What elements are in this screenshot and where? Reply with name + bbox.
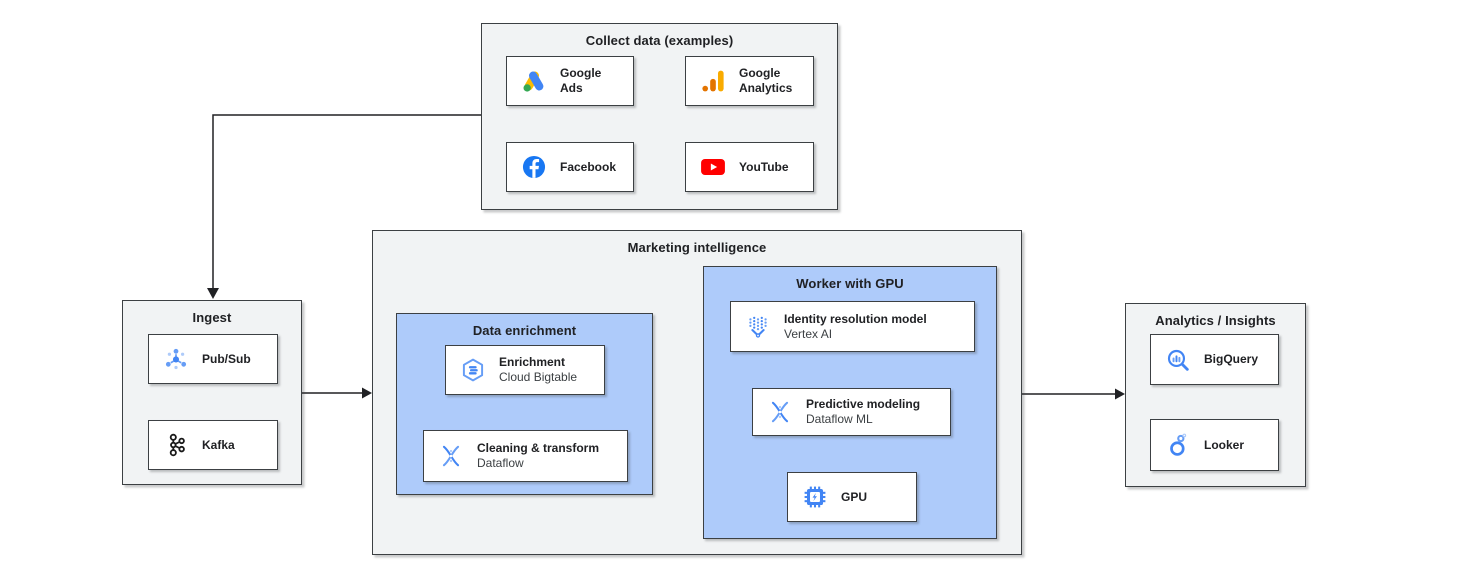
card-sublabel: Cloud Bigtable bbox=[499, 370, 578, 384]
google-ads-icon bbox=[521, 68, 547, 94]
card-label: YouTube bbox=[739, 159, 789, 174]
bigquery-icon bbox=[1165, 347, 1191, 373]
analytics-insights-title: Analytics / Insights bbox=[1155, 313, 1276, 328]
google-analytics-icon bbox=[700, 68, 726, 94]
card-label: Cleaning & transform bbox=[477, 441, 600, 455]
bigtable-icon bbox=[460, 357, 486, 383]
card-label: Pub/Sub bbox=[202, 351, 251, 366]
vertex-ai-icon bbox=[745, 314, 771, 340]
marketing-intelligence-title: Marketing intelligence bbox=[627, 240, 767, 255]
identity-resolution-card: Identity resolution model Vertex AI bbox=[730, 301, 975, 352]
pubsub-icon bbox=[163, 346, 189, 372]
google-ads-card: Google Ads bbox=[506, 56, 634, 106]
youtube-icon bbox=[700, 154, 726, 180]
card-label: Predictive modeling bbox=[806, 397, 921, 411]
kafka-card: Kafka bbox=[148, 420, 278, 470]
ingest-title: Ingest bbox=[192, 310, 232, 325]
card-label: BigQuery bbox=[1204, 352, 1259, 366]
gpu-card: GPU bbox=[787, 472, 917, 522]
card-sublabel: Dataflow bbox=[477, 456, 524, 470]
card-label: Facebook bbox=[560, 159, 617, 174]
cleaning-transform-card: Cleaning & transform Dataflow bbox=[423, 430, 628, 482]
pubsub-card: Pub/Sub bbox=[148, 334, 278, 384]
looker-card: Looker bbox=[1150, 419, 1279, 471]
card-label: Kafka bbox=[202, 437, 235, 452]
card-label: Enrichment bbox=[499, 355, 566, 369]
facebook-icon bbox=[521, 154, 547, 180]
card-sublabel: Dataflow ML bbox=[806, 412, 873, 426]
enrichment-card: Enrichment Cloud Bigtable bbox=[445, 345, 605, 395]
card-label: Identity resolution model bbox=[784, 311, 927, 326]
kafka-icon bbox=[163, 432, 189, 458]
analytics-insights-group: Analytics / Insights BigQuery bbox=[1125, 303, 1306, 487]
collect-data-group: Collect data (examples) Google Ads Googl… bbox=[481, 23, 838, 210]
card-label: Google Ads bbox=[560, 66, 602, 95]
predictive-modeling-card: Predictive modeling Dataflow ML bbox=[752, 388, 951, 436]
ingest-group: Ingest Pub/Sub bbox=[122, 300, 302, 485]
collect-data-title: Collect data (examples) bbox=[585, 33, 734, 48]
card-label: Google Analytics bbox=[739, 66, 793, 95]
dataflow-icon bbox=[767, 399, 793, 425]
google-analytics-card: Google Analytics bbox=[685, 56, 814, 106]
card-label: GPU bbox=[841, 489, 868, 504]
data-enrichment-group: Data enrichment Enrichment Cloud Bigtabl… bbox=[396, 313, 653, 495]
youtube-card: YouTube bbox=[685, 142, 814, 192]
gpu-icon bbox=[802, 484, 828, 510]
looker-icon bbox=[1165, 432, 1191, 458]
card-sublabel: Vertex AI bbox=[784, 326, 833, 341]
worker-with-gpu-title: Worker with GPU bbox=[796, 276, 904, 291]
marketing-intelligence-group: Marketing intelligence Data enrichment E… bbox=[372, 230, 1022, 555]
bigquery-card: BigQuery bbox=[1150, 334, 1279, 385]
card-label: Looker bbox=[1204, 437, 1245, 452]
dataflow-icon bbox=[438, 443, 464, 469]
facebook-card: Facebook bbox=[506, 142, 634, 192]
data-enrichment-title: Data enrichment bbox=[472, 323, 577, 338]
worker-with-gpu-group: Worker with GPU bbox=[703, 266, 997, 539]
